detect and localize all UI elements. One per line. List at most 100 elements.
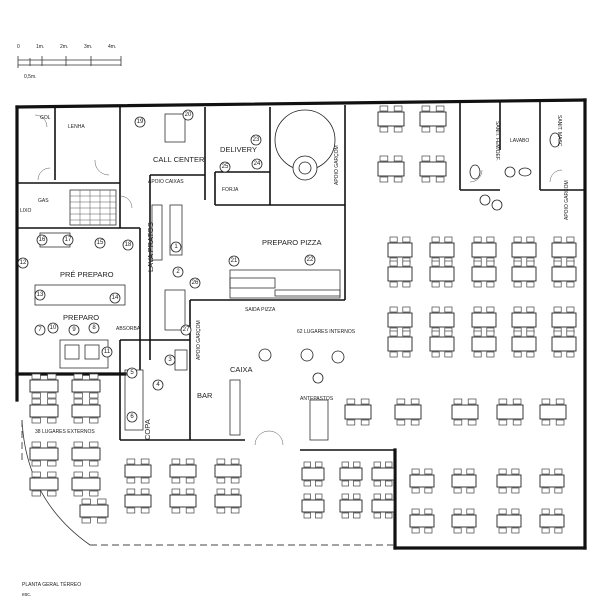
label-apoio-garcom-top: APOIO GARÇOM bbox=[334, 145, 340, 185]
table-int2-1-2 bbox=[471, 330, 497, 358]
label-lugares-externos: 38 LUGARES EXTERNOS bbox=[35, 429, 95, 435]
dining-tables bbox=[29, 105, 577, 534]
scale-sub-label: 0,5m. bbox=[24, 74, 37, 80]
table-ext-3 bbox=[71, 398, 101, 424]
scale-tick-1: 1m. bbox=[36, 44, 44, 50]
table-mid-4 bbox=[539, 398, 567, 426]
table-mid-0 bbox=[344, 398, 372, 426]
doors bbox=[34, 114, 563, 446]
equipment-marker-20: 20 bbox=[182, 109, 194, 121]
scale-tick-3: 3m. bbox=[84, 44, 92, 50]
table-mid-2 bbox=[451, 398, 479, 426]
label-forja: FORJA bbox=[222, 187, 239, 193]
equipment-number: 12 bbox=[20, 260, 27, 266]
table-extb-1 bbox=[169, 458, 197, 484]
scale-tick-0: 0 bbox=[17, 44, 20, 50]
label-lenha: LENHA bbox=[68, 124, 85, 130]
table-low-1 bbox=[451, 468, 477, 494]
table-low-4 bbox=[409, 508, 435, 534]
table-int2-1-0 bbox=[387, 330, 413, 358]
equipment-marker-17: 17 bbox=[62, 234, 74, 246]
equipment-number: 4 bbox=[156, 382, 160, 388]
table-int-1-4 bbox=[551, 306, 577, 334]
table-low-5 bbox=[451, 508, 477, 534]
equipment-number: 21 bbox=[231, 258, 238, 264]
equipment-marker-8: 8 bbox=[88, 322, 100, 334]
table-mid-3 bbox=[496, 398, 524, 426]
label-gol: GOL bbox=[40, 115, 51, 121]
equipment-marker-13: 13 bbox=[34, 289, 46, 301]
label-sanit-fem: SANIT. FEM/DEF. bbox=[494, 121, 500, 161]
table-ext-7 bbox=[71, 471, 101, 497]
equipment-marker-4: 4 bbox=[152, 379, 164, 391]
table-extb-4 bbox=[169, 488, 197, 514]
equipment-marker-11: 11 bbox=[101, 346, 113, 358]
equipment-number: 11 bbox=[104, 349, 111, 355]
table-int2-0-4 bbox=[551, 260, 577, 288]
scale-tick-4: 4m. bbox=[108, 44, 116, 50]
equipment-marker-18: 18 bbox=[122, 239, 134, 251]
round-tables bbox=[258, 348, 345, 384]
pizza-oven bbox=[274, 109, 336, 181]
prep-counters bbox=[34, 113, 341, 441]
equipment-number: 8 bbox=[92, 325, 96, 331]
equipment-number: 19 bbox=[137, 119, 144, 125]
staircase bbox=[69, 189, 117, 226]
equipment-number: 25 bbox=[222, 164, 229, 170]
equipment-marker-7: 7 bbox=[34, 324, 46, 336]
table-ent-0 bbox=[301, 461, 325, 487]
label-apoio-garcom-right: APOIO GARÇOM bbox=[564, 180, 570, 220]
table-low-6 bbox=[496, 508, 522, 534]
table-ext-4 bbox=[29, 441, 59, 467]
label-call-center: CALL CENTER bbox=[153, 155, 205, 164]
equipment-number: 10 bbox=[50, 325, 57, 331]
table-ext-5 bbox=[71, 441, 101, 467]
label-lugares-internos: 62 LUGARES INTERNOS bbox=[297, 329, 356, 335]
table-top-3 bbox=[419, 155, 447, 183]
label-copa: COPA bbox=[143, 419, 152, 440]
table-ent-4 bbox=[339, 493, 363, 519]
table-int2-1-1 bbox=[429, 330, 455, 358]
equipment-number: 5 bbox=[130, 370, 134, 376]
equipment-marker-21: 21 bbox=[228, 255, 240, 267]
equipment-number: 2 bbox=[176, 269, 180, 275]
table-ent-5 bbox=[371, 493, 395, 519]
plan-footer: PLANTA GERAL TÉRREO esc. bbox=[22, 581, 81, 598]
label-pre-preparo: PRÉ PREPARO bbox=[60, 270, 114, 279]
equipment-number: 20 bbox=[185, 112, 192, 118]
equipment-number: 24 bbox=[254, 161, 261, 167]
scale-tick-2: 2m. bbox=[60, 44, 68, 50]
table-low-3 bbox=[539, 468, 565, 494]
room-labels: GOL LENHA GAS LIXO CALL CENTER APOIO CAI… bbox=[20, 115, 570, 440]
table-int-1-2 bbox=[471, 306, 497, 334]
equipment-marker-22: 22 bbox=[304, 254, 316, 266]
equipment-marker-3: 3 bbox=[164, 354, 176, 366]
table-ent-2 bbox=[371, 461, 395, 487]
table-ext-6 bbox=[29, 471, 59, 497]
table-int2-0-1 bbox=[429, 260, 455, 288]
equipment-number: 3 bbox=[168, 357, 172, 363]
equipment-marker-19: 19 bbox=[134, 116, 146, 128]
equipment-number: 7 bbox=[38, 327, 42, 333]
equipment-marker-15: 15 bbox=[94, 237, 106, 249]
table-low-0 bbox=[409, 468, 435, 494]
table-low-7 bbox=[539, 508, 565, 534]
table-top-1 bbox=[419, 105, 447, 133]
table-int-0-1 bbox=[429, 236, 455, 264]
table-extb-5 bbox=[214, 488, 242, 514]
table-ext-1 bbox=[71, 373, 101, 399]
table-mid-1 bbox=[394, 398, 422, 426]
sanitary-fixtures bbox=[469, 132, 561, 211]
table-extb-2 bbox=[214, 458, 242, 484]
table-int2-0-2 bbox=[471, 260, 497, 288]
interior-walls bbox=[17, 102, 585, 441]
equipment-marker-5: 5 bbox=[126, 367, 138, 379]
equipment-number: 1 bbox=[174, 244, 178, 250]
scale-bar: 0 1m. 2m. 3m. 4m. 0,5m. bbox=[17, 44, 122, 80]
label-absorba: ABSORBA bbox=[116, 326, 141, 332]
equipment-marker-1: 1 bbox=[170, 241, 182, 253]
table-int2-1-4 bbox=[551, 330, 577, 358]
outer-walls bbox=[15, 98, 587, 550]
equipment-number: 23 bbox=[253, 137, 260, 143]
